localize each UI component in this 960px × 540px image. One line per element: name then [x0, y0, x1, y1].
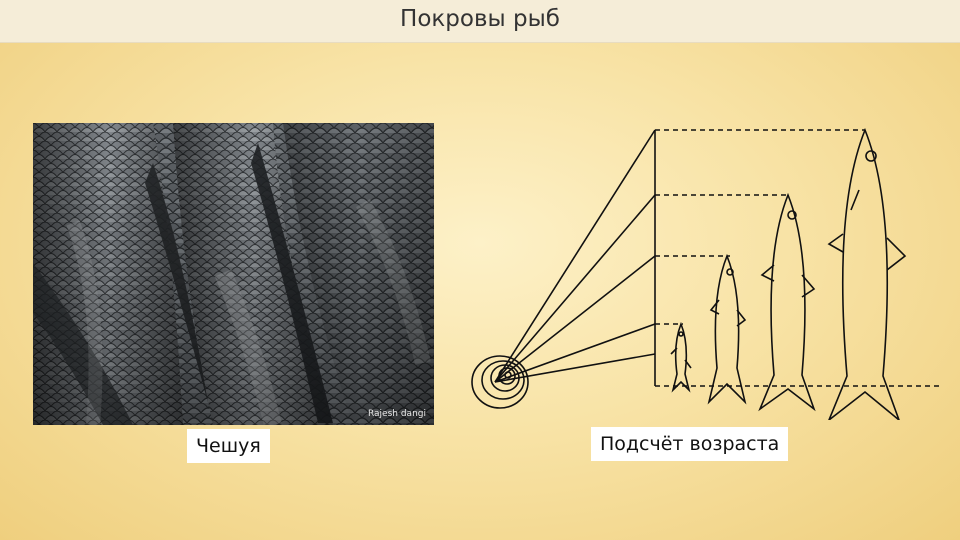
fish-age-1 [670, 321, 692, 393]
photo-credit: Rajesh dangi [367, 409, 426, 419]
dashed-levels [655, 129, 940, 387]
projection-lines [494, 129, 656, 386]
age-caption: Подсчёт возраста [591, 427, 789, 461]
fish-scales-image [33, 123, 434, 425]
scale-rings [471, 355, 529, 409]
fish-scales-photo: Rajesh dangi [33, 123, 434, 425]
fish-age-2 [707, 253, 747, 405]
age-diagram [465, 120, 945, 423]
age-diagram-drawing [471, 127, 940, 423]
scale-caption: Чешуя [187, 429, 270, 463]
slide-title: Покровы рыб [400, 6, 560, 32]
fish-age-4 [827, 127, 907, 423]
fish-age-3 [758, 192, 816, 412]
title-bar: Покровы рыб [0, 0, 960, 43]
